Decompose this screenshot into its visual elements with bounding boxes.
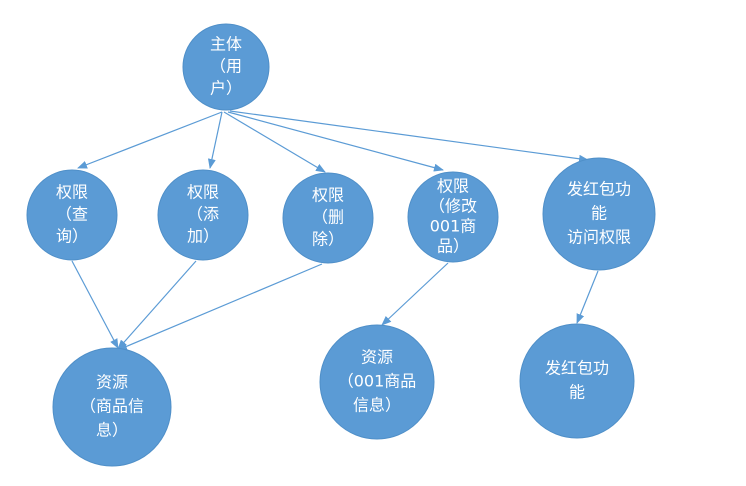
node-perm-add: 权限 （添加） bbox=[157, 169, 249, 261]
node-label-line: 访问权限 bbox=[567, 228, 631, 247]
edge-perm-delete-to-res-product-info bbox=[117, 263, 323, 351]
edge-subject-to-perm-add bbox=[207, 111, 223, 169]
node-label-line: 资源 bbox=[96, 373, 128, 392]
node-label-line: 主体 bbox=[210, 35, 242, 54]
edge-perm-red-packet-to-res-red-packet bbox=[576, 270, 599, 324]
node-label-line: （用 bbox=[210, 57, 242, 76]
node-circle-perm-query bbox=[26, 169, 118, 261]
node-label-line: （查 bbox=[56, 205, 88, 224]
node-circle-perm-add bbox=[157, 169, 249, 261]
node-label-line: 权限 bbox=[437, 177, 469, 196]
node-label-line: 询） bbox=[56, 227, 88, 246]
node-label-line: 能 bbox=[569, 383, 585, 402]
node-circle-perm-modify-001 bbox=[407, 171, 499, 263]
edge-subject-to-perm-red-packet bbox=[229, 110, 589, 163]
node-circle-subject bbox=[182, 23, 270, 111]
edges-layer bbox=[71, 110, 599, 351]
node-label-line: 能 bbox=[591, 204, 607, 223]
node-label-line: （删 bbox=[312, 208, 344, 227]
node-label-line: 发红包功 bbox=[545, 359, 609, 378]
node-circle-perm-red-packet bbox=[542, 157, 656, 271]
edge-perm-add-to-res-product-info bbox=[117, 260, 197, 350]
node-label-line: 加） bbox=[187, 227, 219, 246]
node-label-line: 权限 bbox=[187, 183, 219, 202]
node-label-line: （001商品 bbox=[338, 372, 417, 391]
node-label-line: 品） bbox=[437, 237, 469, 256]
edge-subject-to-perm-delete bbox=[223, 111, 326, 173]
node-label-line: 息） bbox=[96, 421, 128, 440]
nodes-layer: 主体（用户）权限（查询）权限（添加）权限（删除）权限（修改001商品）发红包功能… bbox=[26, 23, 656, 467]
edge-subject-to-perm-query bbox=[77, 111, 223, 169]
node-label-line: 001商 bbox=[430, 217, 477, 236]
node-circle-perm-delete bbox=[282, 172, 374, 264]
node-subject: 主体 （用户） bbox=[182, 23, 270, 111]
edge-subject-to-perm-modify-001 bbox=[227, 111, 444, 172]
node-circle-res-product-info bbox=[52, 347, 172, 467]
node-label-line: 资源 bbox=[361, 348, 393, 367]
node-circle-res-001-product-info bbox=[319, 324, 435, 440]
node-label-line: 信息） bbox=[353, 396, 401, 415]
node-label-line: 除） bbox=[312, 230, 344, 249]
node-label-line: 权限 bbox=[56, 183, 88, 202]
node-label-line: （商品信 bbox=[80, 397, 144, 416]
node-label-line: （修改 bbox=[429, 197, 477, 216]
node-label-line: 发红包功 bbox=[567, 180, 631, 199]
node-label-line: 权限 bbox=[312, 186, 344, 205]
node-perm-delete: 权限 （删除） bbox=[282, 172, 374, 264]
edge-perm-query-to-res-product-info bbox=[71, 260, 119, 349]
node-label-line: （添 bbox=[187, 205, 219, 224]
node-perm-query: 权限 （查询） bbox=[26, 169, 118, 261]
edge-perm-modify-001-to-res-001-product-info bbox=[381, 262, 449, 326]
node-label-line: 户） bbox=[210, 79, 242, 98]
node-circle-res-red-packet bbox=[519, 323, 635, 439]
